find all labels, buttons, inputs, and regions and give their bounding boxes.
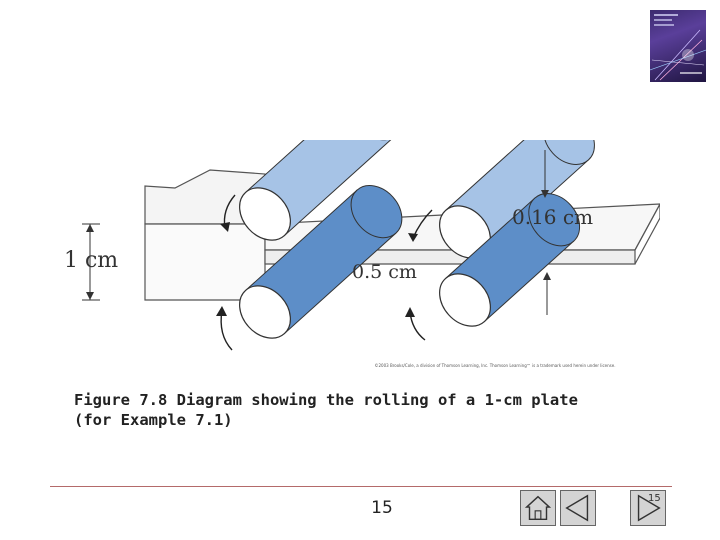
label-initial-thickness: 1 cm <box>64 248 118 273</box>
copyright-notice: ©2003 Brooks/Cole, a division of Thomson… <box>374 363 616 368</box>
label-final-thickness: 0.16 cm <box>512 205 593 229</box>
page-number: 15 <box>371 498 393 518</box>
rolling-diagram: 1 cm 0.5 cm 0.16 cm <box>64 140 660 351</box>
next-button[interactable] <box>630 490 666 526</box>
roller-lower-right <box>439 193 581 327</box>
home-icon <box>524 495 552 521</box>
footer-divider <box>50 486 672 487</box>
slide-counter: 15 <box>648 493 661 504</box>
next-arrow-icon <box>637 494 661 522</box>
roller-lower-left <box>239 185 403 339</box>
roller-upper-left <box>239 140 403 241</box>
figure-caption: Figure 7.8 Diagram showing the rolling o… <box>74 390 694 430</box>
book-cover-thumbnail <box>650 10 706 82</box>
book-cover-art <box>650 14 706 81</box>
previous-button[interactable] <box>560 490 596 526</box>
plate-thin-edge <box>634 203 660 251</box>
previous-arrow-icon <box>565 494 589 522</box>
home-button[interactable] <box>520 490 556 526</box>
label-mid-thickness: 0.5 cm <box>352 261 417 283</box>
plate-thin-edge-bottom <box>634 217 660 265</box>
caption-line-1: Figure 7.8 Diagram showing the rolling o… <box>74 391 578 409</box>
caption-line-2: (for Example 7.1) <box>74 411 233 429</box>
roller-upper-right <box>439 140 595 259</box>
